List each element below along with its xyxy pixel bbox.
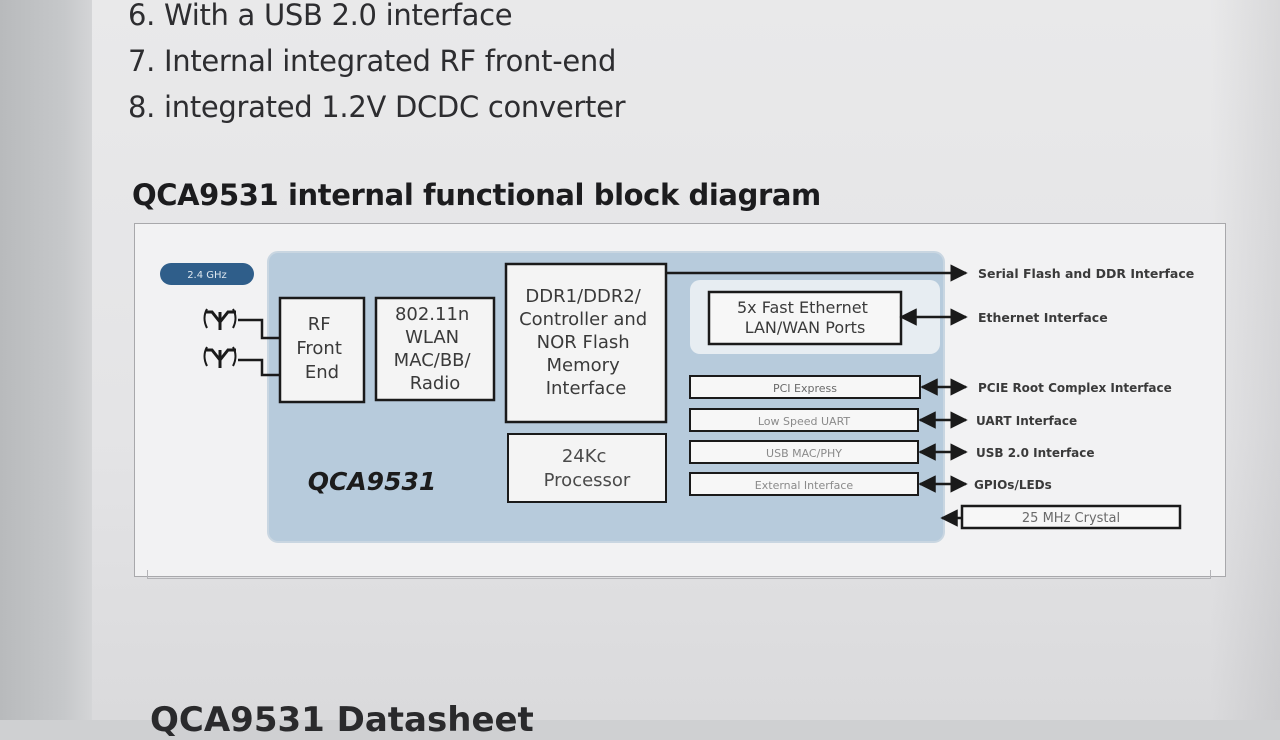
wlan-label-line: Radio	[410, 373, 461, 394]
svg-text:24Kc Processor: 24Kc Processor	[544, 446, 631, 491]
list-item: 8. integrated 1.2V DCDC converter	[128, 90, 626, 124]
ethernet-label-line: LAN/WAN Ports	[745, 318, 866, 337]
band-badge	[160, 263, 254, 285]
gpio-label: GPIOs/LEDs	[974, 478, 1052, 492]
block-diagram: 2.4 GHz RF Front End 802.11n WLAN MAC/BB…	[160, 251, 1194, 543]
svg-text:5x Fast Ethernet LAN/WAN P: 5x Fast Ethernet LAN/WAN Ports	[737, 298, 873, 337]
antenna-icon	[203, 346, 237, 368]
pcie-interface-label: PCIE Root Complex Interface	[978, 381, 1172, 395]
external-interface-block	[689, 472, 919, 496]
pcie-block-label: PCI Express	[773, 382, 837, 395]
serial-flash-label: Serial Flash and DDR Interface	[978, 266, 1194, 281]
wlan-label-line: 802.11n	[395, 304, 469, 325]
usb-interface-label: USB 2.0 Interface	[976, 446, 1095, 460]
band-badge-label: 2.4 GHz	[187, 270, 227, 281]
ddr-label-line: Controller and	[519, 309, 647, 330]
uart-block-label: Low Speed UART	[758, 415, 851, 428]
svg-text:DDR1/DDR2/ Controller and: DDR1/DDR2/ Controller and NOR Flash Memo…	[519, 286, 653, 399]
uart-interface-label: UART Interface	[976, 414, 1077, 428]
processor-label-line: Processor	[544, 470, 631, 491]
crystal-block-label: 25 MHz Crystal	[1022, 511, 1120, 526]
monitor-bezel	[0, 0, 92, 720]
wlan-block	[374, 296, 496, 402]
chip-label: QCA9531	[308, 467, 437, 496]
section-title: QCA9531 internal functional block diagra…	[132, 178, 821, 212]
interface-arrows	[666, 264, 968, 527]
svg-text:802.11n WLAN MAC/BB/: 802.11n WLAN MAC/BB/ Radio	[394, 304, 477, 394]
rf-label-line: End	[305, 362, 339, 383]
list-item: 7. Internal integrated RF front-end	[128, 44, 617, 78]
svg-text:RF Front End: RF Front End	[296, 314, 347, 383]
ddr-label-line: NOR Flash	[537, 332, 630, 353]
rf-label-line: Front	[296, 338, 342, 359]
datasheet-heading: QCA9531 Datasheet	[150, 700, 534, 740]
list-item: 6. With a USB 2.0 interface	[128, 0, 513, 32]
frame-shadow	[147, 570, 1211, 579]
uart-block	[689, 408, 919, 432]
ddr-controller-block	[504, 262, 668, 424]
feature-list: 6. With a USB 2.0 interface 7. Internal …	[128, 0, 626, 130]
usb-block-label: USB MAC/PHY	[766, 447, 842, 460]
rf-label-line: RF	[308, 314, 331, 335]
ddr-label-line: Memory	[547, 355, 621, 376]
external-interface-block-label: External Interface	[755, 479, 854, 492]
pcie-block	[689, 375, 921, 399]
ddr-label-line: DDR1/DDR2/	[525, 286, 641, 307]
processor-block	[507, 433, 667, 503]
processor-label-line: 24Kc	[562, 446, 607, 467]
antenna-leads	[238, 318, 280, 377]
wlan-label-line: WLAN	[405, 327, 459, 348]
antenna-icon	[203, 308, 237, 330]
ethernet-interface-label: Ethernet Interface	[978, 310, 1108, 325]
wlan-label-line: MAC/BB/	[394, 350, 472, 371]
ethernet-label-line: 5x Fast Ethernet	[737, 298, 868, 317]
ddr-label-line: Interface	[546, 378, 627, 399]
usb-block	[689, 440, 919, 464]
rf-front-end-block	[278, 296, 366, 404]
ethernet-block	[707, 290, 903, 346]
